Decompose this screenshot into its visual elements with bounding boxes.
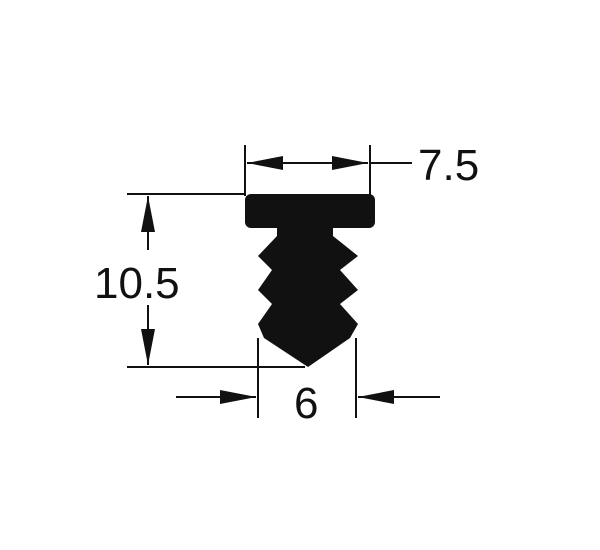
top-arrow-right <box>332 156 368 170</box>
profile-head <box>245 194 375 228</box>
base-arrow-left <box>220 390 256 404</box>
profile-shape <box>245 194 375 367</box>
base-width-label: 6 <box>294 379 318 428</box>
base-arrow-right <box>358 390 394 404</box>
top-width-label: 7.5 <box>418 141 479 190</box>
height-label: 10.5 <box>94 259 180 308</box>
base-width-dimension: 6 <box>176 338 440 428</box>
profile-stem-barbs <box>258 226 358 367</box>
height-arrow-up <box>141 196 155 232</box>
height-dimension: 10.5 <box>94 193 305 368</box>
height-arrow-down <box>141 329 155 365</box>
top-width-dimension: 7.5 <box>244 141 479 196</box>
top-arrow-left <box>247 156 283 170</box>
